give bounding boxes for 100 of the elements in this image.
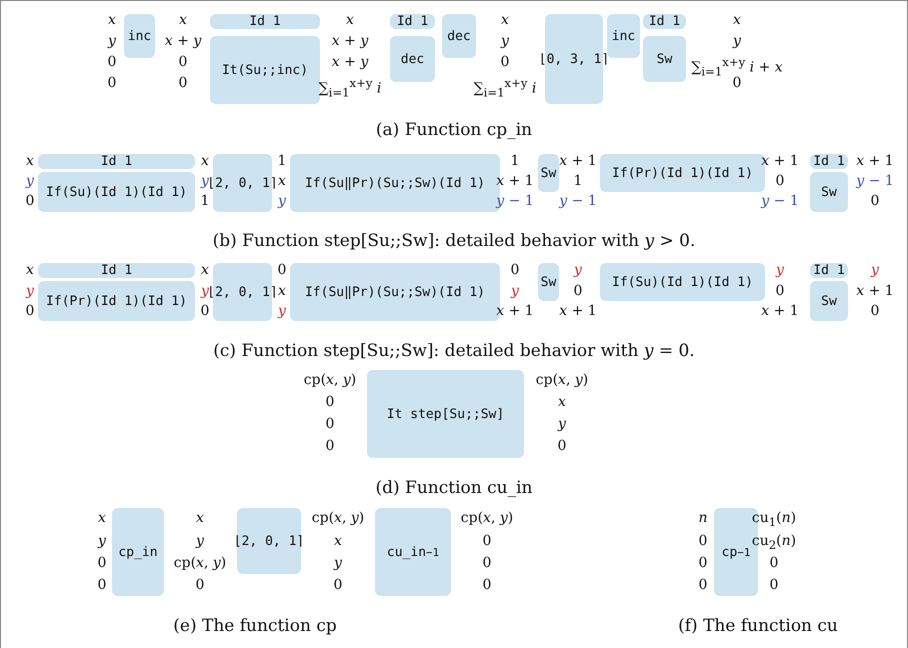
function-block: Sw (810, 172, 848, 212)
wire-value: x (196, 509, 204, 527)
wire-value: cp(x, y) (312, 509, 364, 527)
wire-value: y − 1 (761, 192, 799, 210)
wire-value: x (26, 152, 34, 170)
wire-value: 0 (482, 532, 492, 550)
wire-value: x (334, 532, 342, 550)
wire-value: x (201, 261, 209, 279)
wire-value: x (558, 393, 566, 411)
wire-value: y (334, 554, 342, 572)
wire-value: x + y (332, 32, 368, 50)
wire-value: y (108, 32, 116, 50)
wire-value: y (776, 261, 784, 279)
wire-value: y (278, 302, 286, 320)
wire-value: 0 (326, 393, 334, 411)
wire-value: y − 1 (856, 172, 894, 190)
function-block: dec (390, 36, 435, 82)
function-block: ⌊2, 0, 1⌉ (237, 508, 301, 574)
function-block: Id 1 (38, 263, 195, 278)
wire-value: 1 (200, 192, 210, 210)
wire-value: x + 1 (856, 282, 894, 300)
function-block: Sw (538, 263, 559, 301)
wire-value: y (733, 32, 741, 50)
wire-value: 0 (500, 53, 510, 71)
wire-value: y (201, 282, 209, 300)
function-block: dec (442, 14, 476, 58)
subfigure-caption: (d) Function cu_in (376, 478, 532, 498)
wire-value: x + 1 (856, 152, 894, 170)
wire-value: cp(x, y) (536, 371, 588, 389)
wire-value: x + 1 (761, 302, 799, 320)
wire-value: 0 (178, 53, 188, 71)
wire-value: 0 (776, 282, 784, 300)
wire-value: 0 (558, 437, 566, 455)
wire-value: cp(x, y) (304, 371, 356, 389)
wire-value: y (26, 172, 34, 190)
function-block: inc (607, 14, 640, 58)
wire-value: x (201, 152, 209, 170)
function-block: If(Pr)(Id 1)(Id 1) (38, 281, 195, 321)
wire-value: 0 (870, 192, 880, 210)
wire-value: 0 (108, 53, 116, 71)
wire-value: 0 (26, 192, 34, 210)
wire-value: 0 (482, 576, 492, 594)
wire-value: 0 (98, 554, 106, 572)
subfigure-caption: (c) Function step[Su;;Sw]: detailed behavior with y = 0. (213, 341, 695, 361)
wire-value: 0 (326, 415, 334, 433)
function-block: cp_in (112, 508, 164, 596)
wire-value: y (501, 32, 509, 50)
wire-value: 0 (776, 172, 784, 190)
wire-value: 0 (178, 74, 188, 92)
wire-value: y (511, 282, 519, 300)
function-block: Id 1 (643, 14, 686, 29)
wire-value: x (98, 509, 106, 527)
wire-value: 0 (326, 437, 334, 455)
wire-value: 0 (732, 74, 742, 92)
wire-value: 0 (108, 74, 116, 92)
wire-value: cp(x, y) (460, 509, 514, 527)
function-block: It step[Su;;Sw] (367, 370, 524, 458)
subfigure-caption: (e) The function cp (173, 616, 337, 636)
function-block: Id 1 (210, 14, 320, 29)
wire-value: 1 (278, 152, 286, 170)
wire-value: x + 1 (559, 152, 597, 170)
wire-value: x (179, 11, 187, 29)
wire-value: 0 (698, 576, 708, 594)
subfigure-caption: (f) The function cu (678, 616, 838, 636)
wire-value: cp(x, y) (174, 554, 226, 572)
wire-value: 1 (510, 152, 520, 170)
wire-value: 0 (200, 302, 210, 320)
subfigure-caption: (a) Function cp_in (376, 120, 532, 140)
function-block: It(Su;;inc) (210, 36, 320, 104)
function-block: Sw (538, 154, 559, 192)
subfigure-caption: (b) Function step[Su;;Sw]: detailed behavior with y > 0. (212, 231, 696, 251)
wire-value: y (574, 261, 582, 279)
function-block: Sw (643, 36, 686, 82)
wire-value: 0 (770, 576, 778, 594)
function-block: Sw (810, 281, 848, 321)
wire-value: ∑$_{i=1}$$^{x+y}$ i (318, 75, 382, 102)
wire-value: y (558, 415, 566, 433)
function-block: Id 1 (810, 154, 848, 169)
wire-value: x (108, 11, 116, 29)
wire-value: y (196, 532, 204, 550)
wire-value: 0 (334, 576, 342, 594)
function-block: Id 1 (38, 154, 195, 169)
wire-value: x (733, 11, 741, 29)
wire-value: x (278, 172, 286, 190)
function-block: If(Su)(Id 1)(Id 1) (38, 172, 195, 212)
wire-value: 0 (278, 261, 286, 279)
wire-value: x + y (164, 32, 202, 50)
wire-value: ∑$_{i=1}$$^{x+y}$ i (474, 75, 536, 102)
wire-value: 0 (698, 554, 708, 572)
wire-value: x (26, 261, 34, 279)
wire-value: y − 1 (559, 192, 597, 210)
wire-value: 0 (574, 282, 582, 300)
wire-value: 0 (870, 302, 880, 320)
wire-value: 0 (26, 302, 34, 320)
wire-value: 0 (510, 261, 520, 279)
wire-value: 1 (574, 172, 582, 190)
wire-value: y (98, 532, 106, 550)
wire-value: y (871, 261, 879, 279)
wire-value: x (346, 11, 354, 29)
function-block: inc (124, 14, 155, 58)
